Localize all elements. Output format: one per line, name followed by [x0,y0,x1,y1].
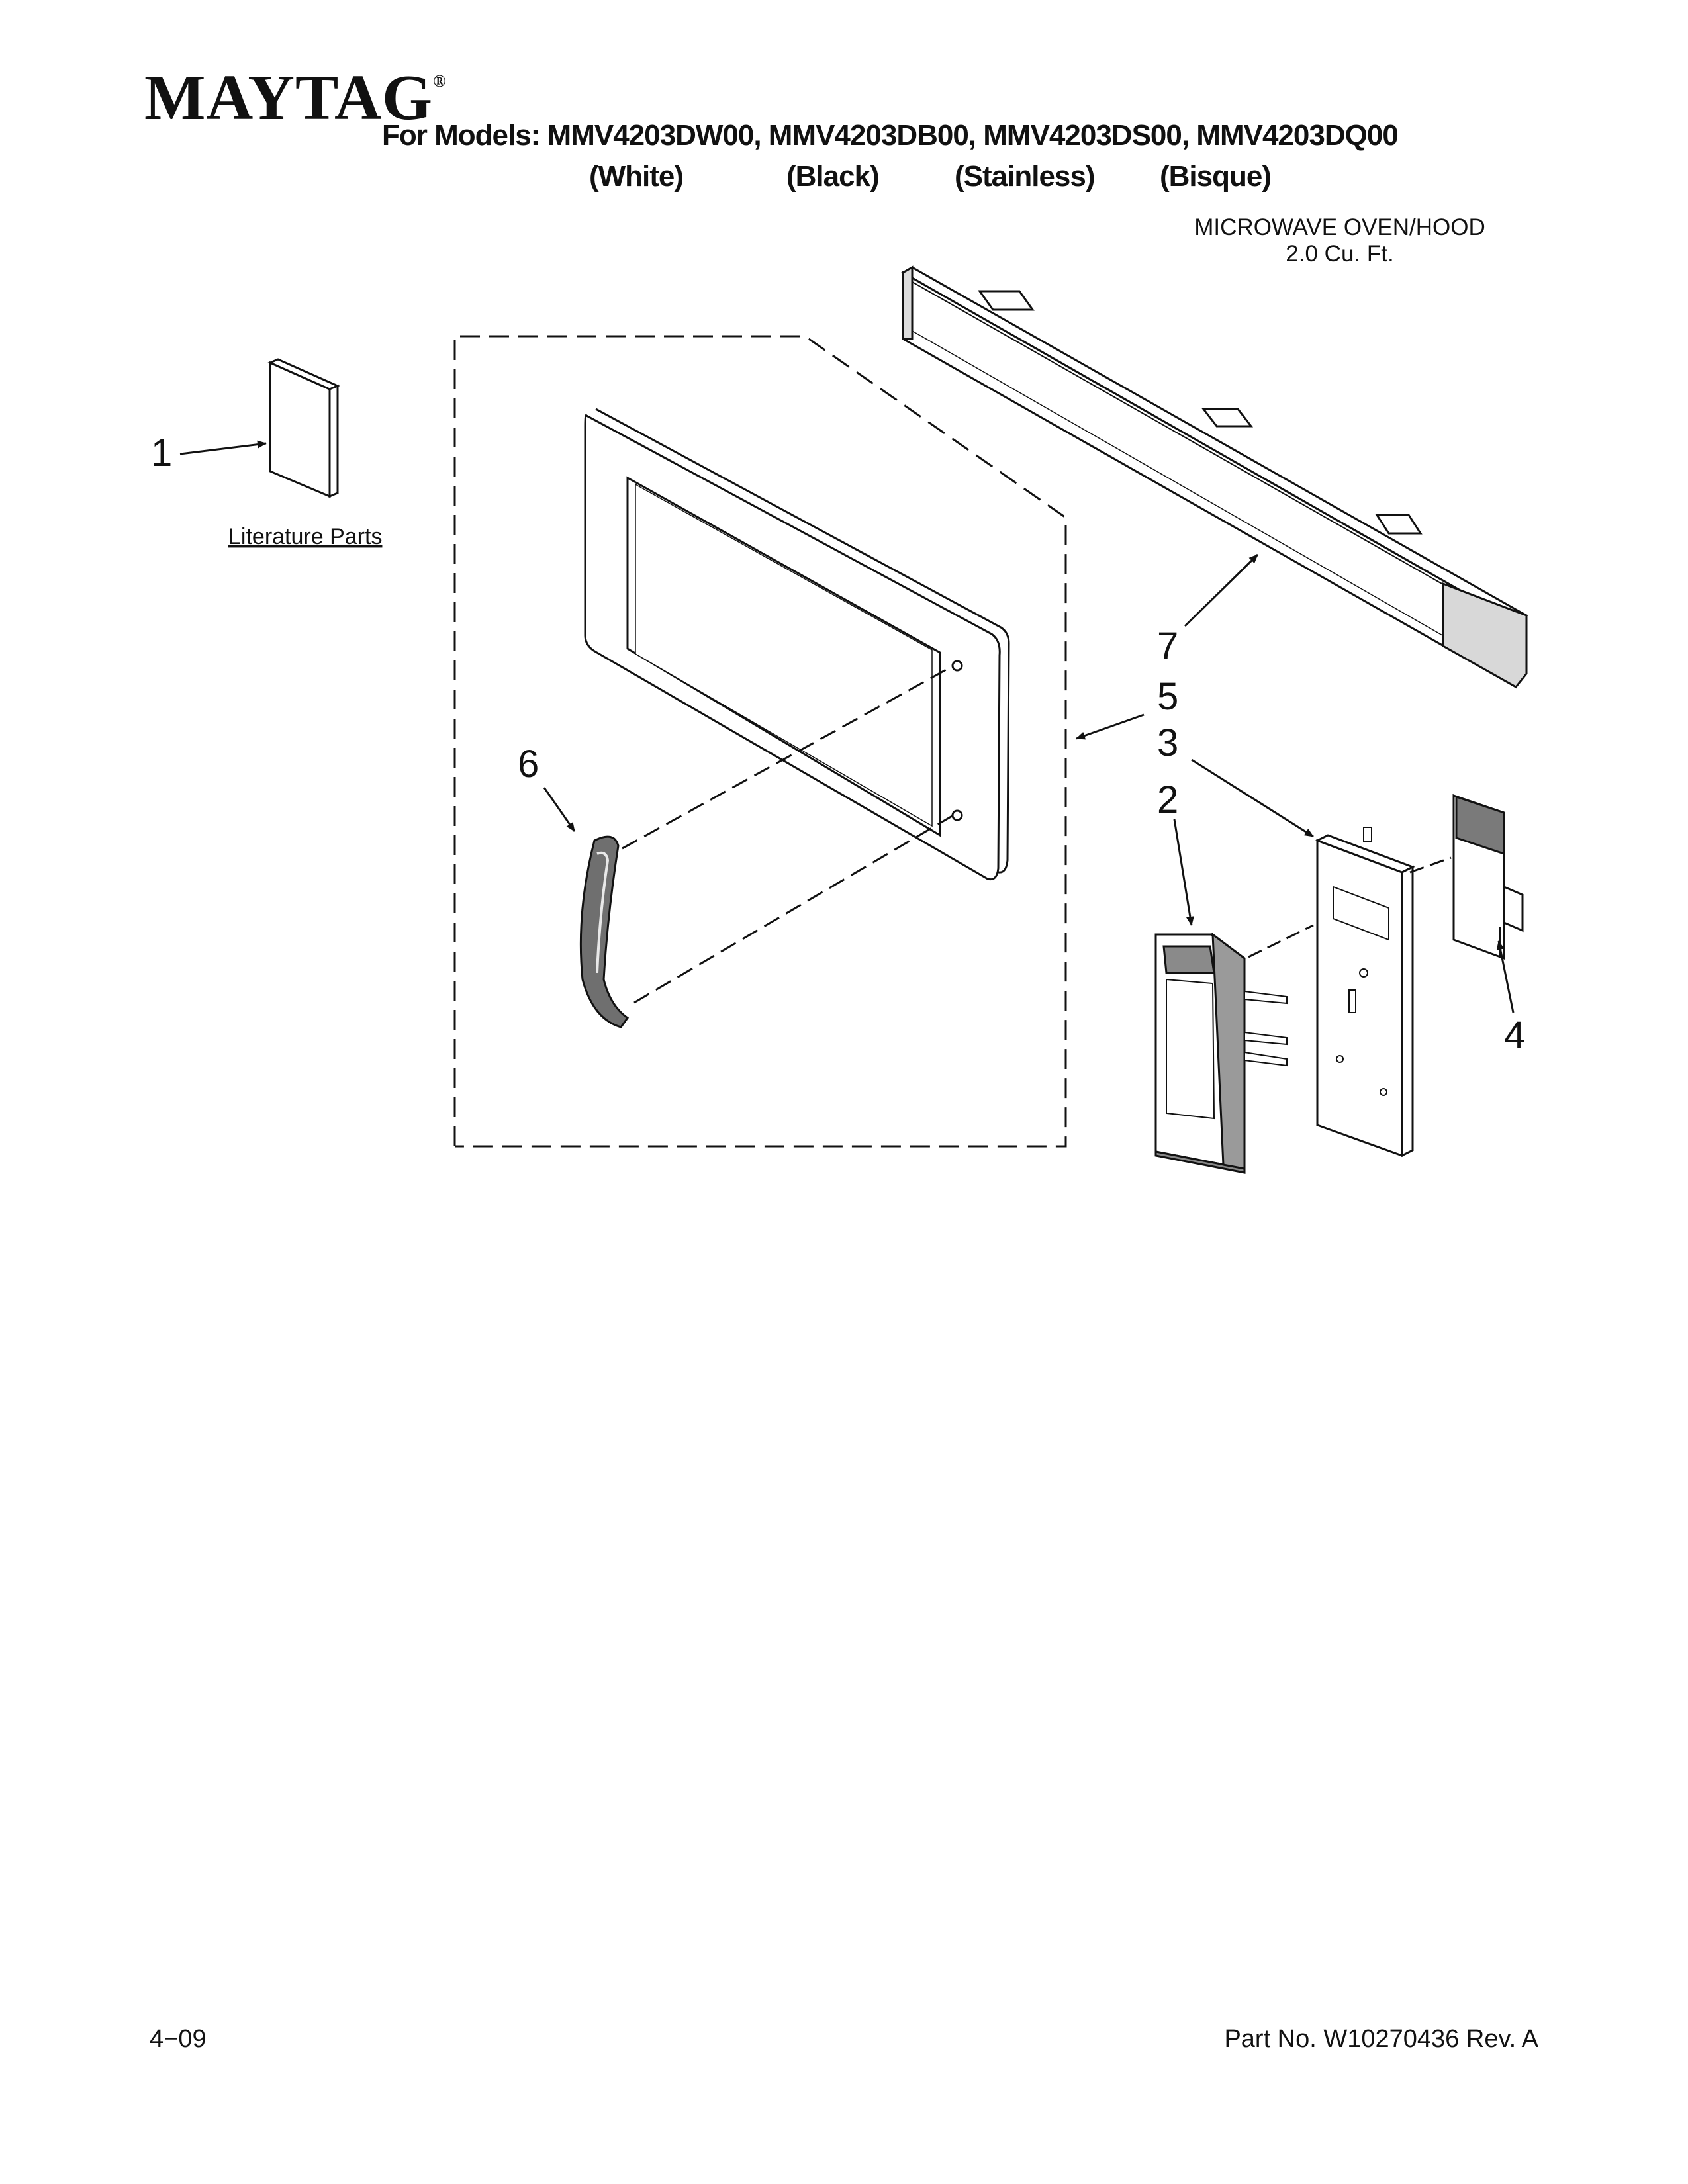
variant-black: (Black) [786,160,880,193]
product-capacity: 2.0 Cu. Ft. [1286,241,1394,267]
revision-date: 4−09 [150,2025,207,2053]
callout-7: 7 [1157,625,1178,668]
vent-grille [900,265,1528,689]
variant-bisque: (Bisque) [1160,160,1272,193]
door-frame [584,408,1010,881]
leader-7 [1184,553,1259,627]
callout-5: 5 [1157,675,1178,718]
literature-parts-label: Literature Parts [228,524,382,549]
electronic-control-board [1452,794,1524,960]
leader-4 [1496,940,1515,1013]
variant-white: (White) [589,160,684,193]
callout-1: 1 [151,432,172,475]
variant-stainless: (Stainless) [955,160,1096,193]
models-line: For Models: MMV4203DW00, MMV4203DB00, MM… [382,119,1399,152]
door-handle [579,835,630,1028]
leader-3 [1191,758,1314,838]
callout-2: 2 [1157,778,1178,821]
handle-upper-fastener-line [622,664,954,850]
callout-4: 4 [1504,1014,1525,1057]
control-panel [1154,932,1288,1174]
leader-5 [1076,713,1145,740]
leader-6 [543,787,576,832]
brand-name: MAYTAG [144,62,434,134]
brand-logo: MAYTAG® [144,61,447,135]
handle-lower-fastener-line [633,814,954,1004]
registered-mark: ® [433,71,447,91]
part-number: Part No. W10270436 Rev. A [1224,2025,1538,2053]
leader-2 [1173,819,1194,926]
door-assembly-boundary [453,335,1067,1148]
literature-parts-booklet [267,358,340,498]
product-type: MICROWAVE OVEN/HOOD [1194,214,1485,240]
callout-6: 6 [518,743,539,786]
board-connector-line [1409,856,1452,874]
callout-3: 3 [1157,721,1178,764]
control-panel-bracket [1315,827,1415,1158]
product-description: MICROWAVE OVEN/HOOD 2.0 Cu. Ft. [1141,214,1538,267]
panel-connector-line [1248,924,1314,958]
leader-1 [179,440,267,455]
